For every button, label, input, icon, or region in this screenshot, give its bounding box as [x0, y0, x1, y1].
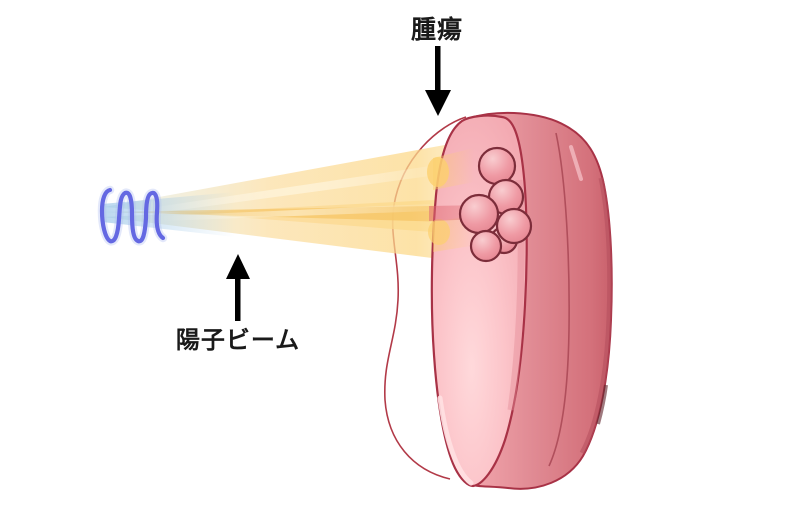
beam-entry-glow — [427, 148, 484, 252]
pulse-waveform-icon — [97, 185, 168, 246]
proton-beam-label: 陽子ビーム — [175, 326, 301, 354]
tumor-nodule — [477, 146, 517, 186]
proton-beam-icon — [102, 140, 485, 263]
tumor-nodule — [469, 229, 503, 263]
down-arrow-icon — [425, 46, 451, 116]
up-arrow-icon — [226, 254, 250, 321]
tumor-cluster-graphic — [458, 146, 533, 263]
tumor-nodule — [458, 193, 500, 235]
tumor-nodule — [495, 207, 533, 245]
tumor-label: 腫瘍 — [410, 15, 464, 44]
